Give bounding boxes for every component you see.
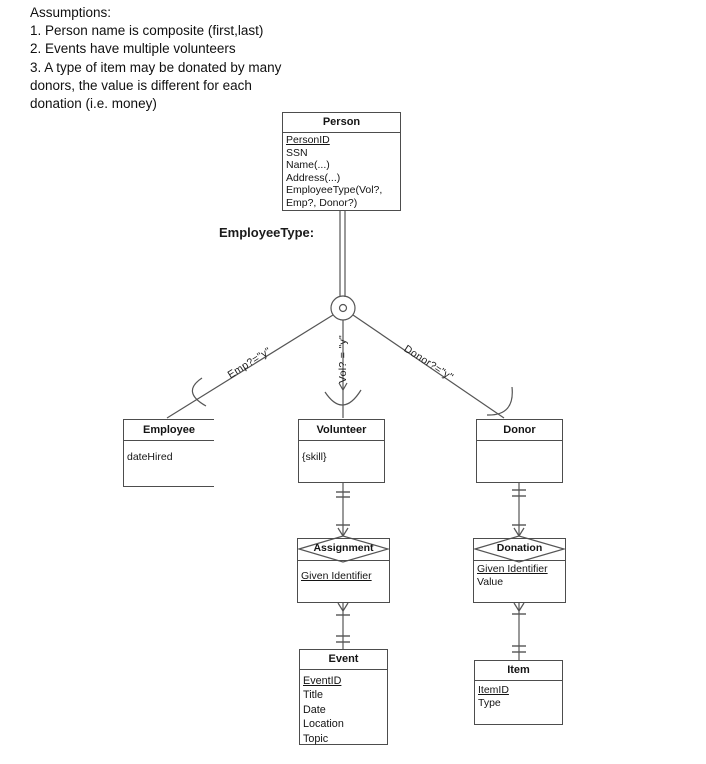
attribute: Topic <box>303 732 329 745</box>
donation-diamond <box>472 535 567 563</box>
assumptions-line: Assumptions: <box>30 5 112 20</box>
attribute: dateHired <box>127 451 173 463</box>
edge-to-employee <box>166 314 334 419</box>
entity-volunteer: Volunteer {skill} <box>298 419 385 483</box>
assumptions-line: donors, the value is different for each <box>30 77 252 93</box>
attribute: EmployeeType(Vol?, <box>286 184 383 197</box>
subset-arc-donor <box>486 386 513 416</box>
attribute-key: EventID <box>303 675 342 687</box>
attribute-key: PersonID <box>286 134 330 146</box>
relationship-attributes: Given Identifier Value <box>474 560 565 591</box>
employee-type-label: EmployeeType: <box>219 225 315 240</box>
entity-attributes: ItemID Type <box>475 681 562 713</box>
crow-foot <box>342 602 349 612</box>
relationship-attributes: Given Identifier <box>298 560 389 584</box>
entity-event: Event EventID Title Date Location Topic <box>299 649 388 745</box>
crow-foot <box>518 602 525 612</box>
entity-attributes: dateHired <box>124 441 214 464</box>
entity-attributes <box>477 441 562 443</box>
crow-foot <box>342 527 349 537</box>
attribute: Location <box>303 718 344 731</box>
edge-label-vol: Vol? = "y" <box>337 334 349 384</box>
crow-foot <box>337 527 344 537</box>
crow-foot <box>513 527 520 537</box>
entity-title: Person <box>283 113 400 133</box>
attribute: Address(...) <box>286 171 341 184</box>
attribute-key: Given Identifier <box>477 563 548 575</box>
attribute: Date <box>303 703 326 716</box>
attribute-key: ItemID <box>478 684 509 696</box>
entity-title: Volunteer <box>299 420 384 441</box>
volunteer-edge-arrowhead <box>338 382 348 392</box>
attribute: Title <box>303 689 323 702</box>
crow-foot <box>518 527 525 537</box>
entity-attributes: {skill} <box>299 441 384 464</box>
relationship-title: Assignment <box>313 542 374 554</box>
attribute: {skill} <box>302 451 327 463</box>
attribute: Value <box>477 576 504 588</box>
crow-foot <box>337 602 344 612</box>
entity-item: Item ItemID Type <box>474 660 563 725</box>
assumptions-line: 3. A type of item may be donated by many <box>30 59 282 75</box>
entity-title: Donor <box>477 420 562 441</box>
entity-person: Person PersonID SSN Name(...) Address(..… <box>282 112 401 211</box>
assumptions-line: 2. Events have multiple volunteers <box>30 41 236 57</box>
attribute: Name(...) <box>286 159 330 172</box>
attribute: Emp?, Donor?) <box>286 196 358 209</box>
assumptions-note: Assumptions: 1. Person name is composite… <box>30 4 320 113</box>
entity-title: Event <box>300 650 387 670</box>
relationship-donation: Given Identifier Value <box>473 538 566 603</box>
entity-donor: Donor <box>476 419 563 483</box>
relationship-assignment: Given Identifier <box>297 538 390 603</box>
category-circle-inner <box>338 303 348 313</box>
attribute: SSN <box>286 146 308 159</box>
entity-title: Employee <box>124 420 214 441</box>
entity-attributes: PersonID SSN Name(...) Address(...) Empl… <box>283 133 400 211</box>
entity-title: Item <box>475 661 562 681</box>
edge-to-donor <box>352 314 505 419</box>
attribute-key: Given Identifier <box>301 570 372 582</box>
assumptions-line: donation (i.e. money) <box>30 96 157 112</box>
assignment-diamond <box>296 535 391 563</box>
entity-attributes: EventID Title Date Location Topic <box>300 670 387 750</box>
entity-employee: Employee dateHired <box>123 419 214 487</box>
subset-arc-volunteer <box>324 389 362 406</box>
attribute: Type <box>478 697 501 709</box>
relationship-title: Donation <box>496 542 543 554</box>
subset-arc-employee <box>191 377 207 407</box>
assumptions-line: 1. Person name is composite (first,last) <box>30 23 264 39</box>
crow-foot <box>513 602 520 612</box>
